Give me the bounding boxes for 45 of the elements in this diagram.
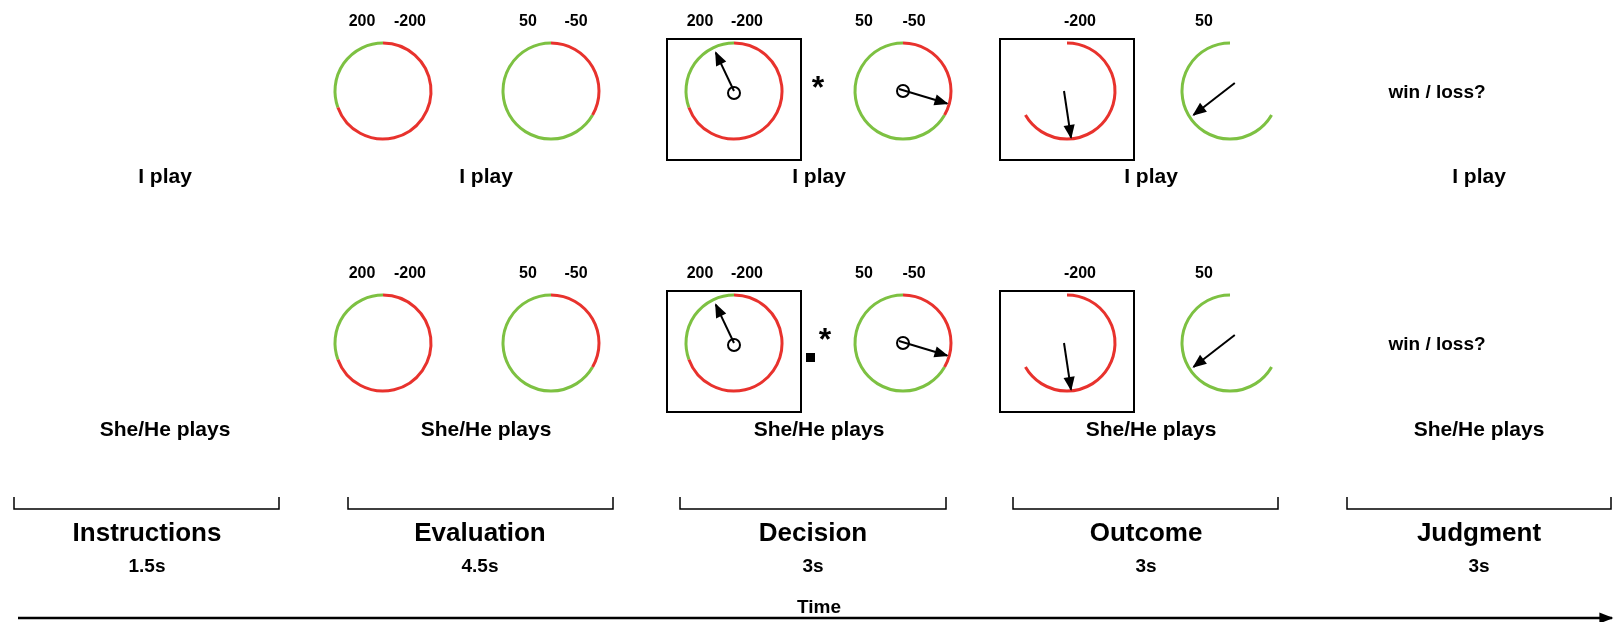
value-label: -200 <box>731 13 763 29</box>
question-text: win / loss? <box>1388 333 1486 353</box>
player-label: She/He plays <box>99 417 231 439</box>
value-label: 50 <box>855 13 873 29</box>
phase-title: Decision <box>758 519 868 545</box>
player-label: I play <box>1452 164 1506 186</box>
question-text: win / loss? <box>1388 81 1486 101</box>
duration-label: 3s <box>1468 555 1490 575</box>
value-label: 50 <box>519 13 537 29</box>
value-label: -200 <box>394 265 426 281</box>
value-label: 200 <box>348 265 376 281</box>
player-label: She/He plays <box>1413 417 1545 439</box>
value-label: -50 <box>564 13 588 29</box>
value-label: 50 <box>855 265 873 281</box>
duration-label: 3s <box>802 555 824 575</box>
value-label: -50 <box>902 265 926 281</box>
value-label: -200 <box>1064 265 1096 281</box>
value-label: 200 <box>686 13 714 29</box>
phase-title: Judgment <box>1416 519 1542 545</box>
value-label: -50 <box>902 13 926 29</box>
player-label: I play <box>1124 164 1178 186</box>
phase-title: Outcome <box>1089 519 1203 545</box>
player-label: I play <box>138 164 192 186</box>
value-label: 50 <box>519 265 537 281</box>
duration-label: 1.5s <box>128 555 166 575</box>
value-label: 200 <box>348 13 376 29</box>
player-label: I play <box>459 164 513 186</box>
duration-label: 4.5s <box>461 555 499 575</box>
asterisk-mark: * <box>811 71 825 103</box>
value-label: 50 <box>1195 13 1213 29</box>
player-label: I play <box>792 164 846 186</box>
player-label: She/He plays <box>753 417 885 439</box>
player-label: She/He plays <box>420 417 552 439</box>
value-label: -50 <box>564 265 588 281</box>
axis-label: Time <box>797 596 841 616</box>
player-label: She/He plays <box>1085 417 1217 439</box>
duration-label: 3s <box>1135 555 1157 575</box>
value-label: -200 <box>1064 13 1096 29</box>
value-label: -200 <box>394 13 426 29</box>
value-label: -200 <box>731 265 763 281</box>
phase-title: Evaluation <box>414 519 546 545</box>
value-label: 200 <box>686 265 714 281</box>
phase-title: Instructions <box>72 519 222 545</box>
value-label: 50 <box>1195 265 1213 281</box>
asterisk-mark: * <box>818 323 832 355</box>
